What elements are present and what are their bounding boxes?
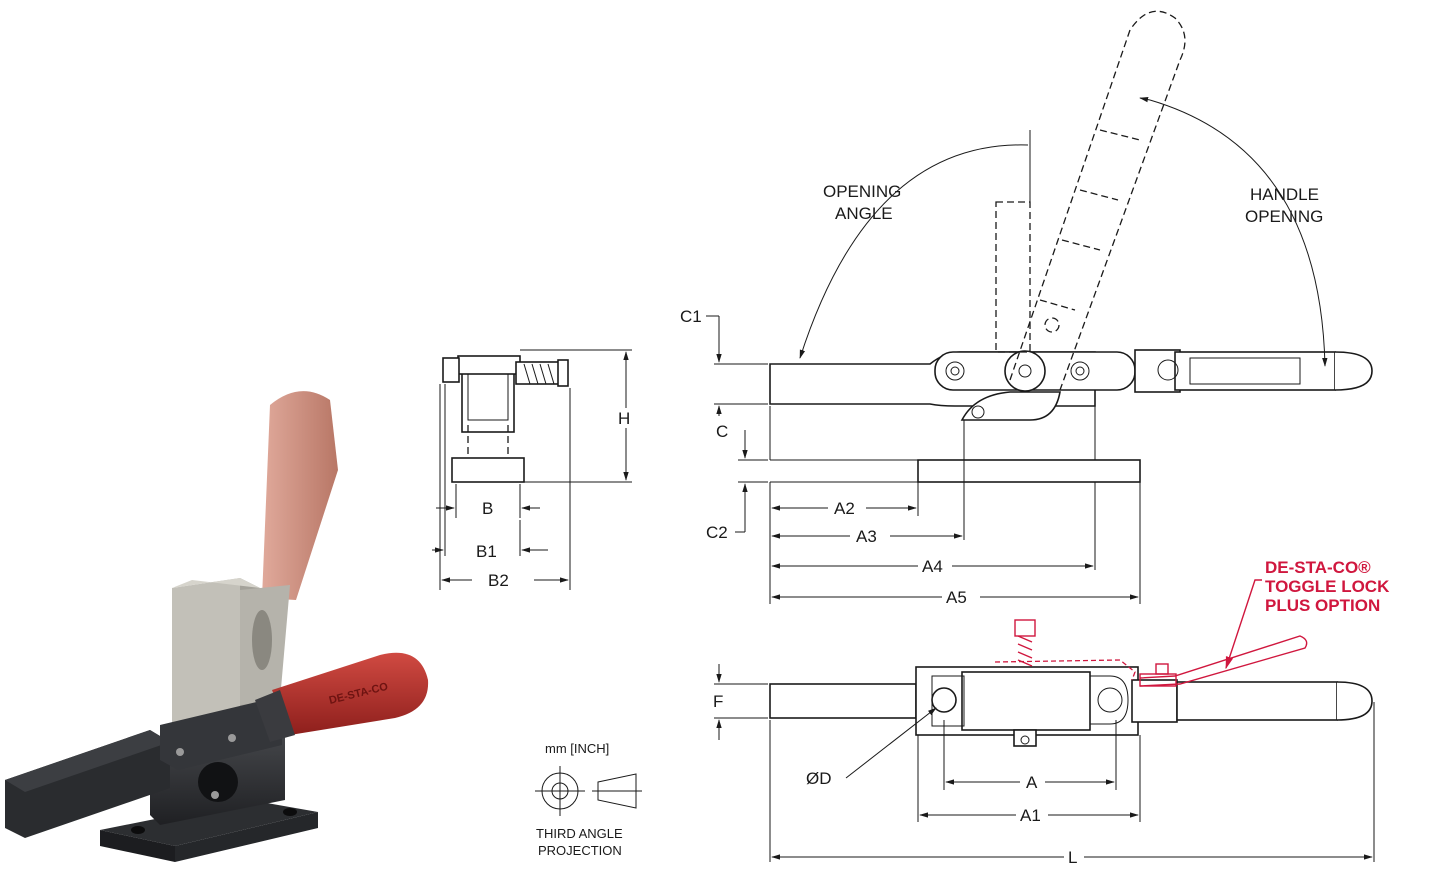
opening-angle-label-2: ANGLE [835, 204, 893, 223]
plan-view: F ØD A A1 L [713, 619, 1375, 867]
option-label-1: DE-STA-CO® [1265, 558, 1371, 577]
product-render: DE-STA-CO [5, 391, 429, 862]
handle-opening-label-1: HANDLE [1250, 185, 1319, 204]
dim-a1-label: A1 [1020, 806, 1041, 825]
dim-a2-label: A2 [834, 499, 855, 518]
dim-a3-label: A3 [856, 527, 877, 546]
dim-b2-label: B2 [488, 571, 509, 590]
dim-d-label: ØD [806, 769, 832, 788]
toggle-lock-option [994, 619, 1308, 687]
spindle-bar [5, 730, 170, 838]
dim-f-label: F [713, 692, 723, 711]
units-label: mm [INCH] [545, 741, 609, 756]
ghost-spindle [172, 578, 240, 730]
projection-label-1: THIRD ANGLE [536, 826, 623, 841]
dim-a-label: A [1026, 773, 1038, 792]
projection-label-2: PROJECTION [538, 843, 622, 858]
option-label-3: PLUS OPTION [1265, 596, 1380, 615]
dim-a4-label: A4 [922, 557, 943, 576]
ghost-handle [262, 391, 338, 600]
projection-symbol: mm [INCH] THIRD ANGLE PROJECTION [535, 741, 642, 858]
dim-a5-label: A5 [946, 588, 967, 607]
dim-b-label: B [482, 499, 493, 518]
option-callout: DE-STA-CO® TOGGLE LOCK PLUS OPTION [1225, 558, 1390, 670]
dim-c1-label: C1 [680, 307, 702, 326]
front-view: OPENING ANGLE HANDLE OPENING C1 C C2 A2 [680, 10, 1373, 607]
dim-h-label: H [618, 409, 630, 428]
dim-c2-label: C2 [706, 523, 728, 542]
opening-angle-label-1: OPENING [823, 182, 901, 201]
dim-b1-label: B1 [476, 542, 497, 561]
end-view: H B B1 B2 [432, 349, 632, 590]
option-label-2: TOGGLE LOCK [1265, 577, 1390, 596]
dim-c-label: C [716, 422, 728, 441]
handle-opening-label-2: OPENING [1245, 207, 1323, 226]
red-handle [272, 652, 429, 735]
dim-l-label: L [1068, 848, 1077, 867]
base-plate [100, 800, 318, 846]
